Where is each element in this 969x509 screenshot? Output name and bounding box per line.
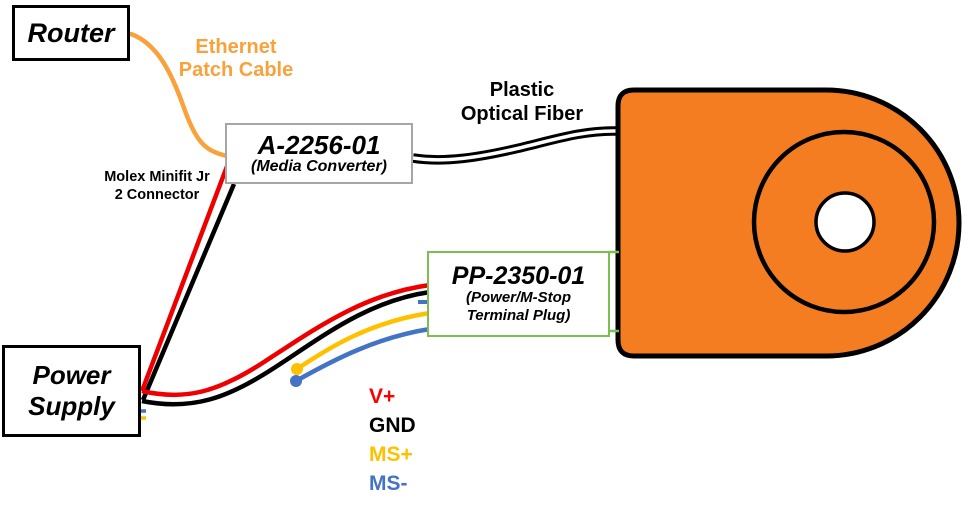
molex-connector-label: Molex Minifit Jr 2 Connector: [104, 169, 210, 203]
v-plus-wire-molex: [139, 160, 232, 392]
optical-fiber-label: Plastic Optical Fiber: [460, 79, 584, 125]
legend-ms-plus: MS+: [369, 443, 413, 466]
gnd-wire-plug: [141, 289, 431, 407]
device-spool-hub: [814, 191, 876, 253]
terminal-plug-title: PP-2350-01: [451, 262, 586, 291]
optical-fiber-wire-gap: [412, 129, 618, 162]
terminal-plug-box: PP-2350-01 (Power/M-Stop Terminal Plug): [427, 251, 610, 337]
legend-ms-minus: MS-: [369, 472, 408, 495]
media-converter-subtitle: (Media Converter): [250, 157, 388, 175]
terminal-plug-subtitle-1: (Power/M-Stop: [466, 289, 571, 307]
optical-fiber-wire-outer: [412, 126, 618, 165]
wire-legend: V+ GND MS+ MS-: [369, 382, 416, 498]
power-supply-label-1: Power: [32, 359, 111, 390]
power-supply-box: Power Supply: [2, 345, 141, 437]
media-converter-title: A-2256-01: [257, 129, 381, 160]
router-label: Router: [27, 17, 115, 48]
power-supply-label-2: Supply: [28, 391, 115, 421]
legend-gnd: GND: [369, 414, 416, 437]
legend-v-plus: V+: [369, 385, 396, 408]
ethernet-cable-label: Ethernet Patch Cable: [178, 36, 294, 81]
ms-minus-wire: [293, 326, 433, 384]
ms-minus-terminal-dot: [290, 375, 302, 387]
gnd-wire-molex: [140, 183, 237, 401]
media-converter-box: A-2256-01 (Media Converter): [225, 123, 413, 184]
terminal-plug-subtitle-2: Terminal Plug): [466, 306, 571, 324]
ms-plus-wire: [294, 310, 433, 372]
ethernet-cable-wire: [128, 31, 230, 159]
router-box: Router: [12, 5, 130, 61]
ms-plus-terminal-dot: [291, 363, 303, 375]
v-plus-wire-plug: [141, 282, 431, 398]
